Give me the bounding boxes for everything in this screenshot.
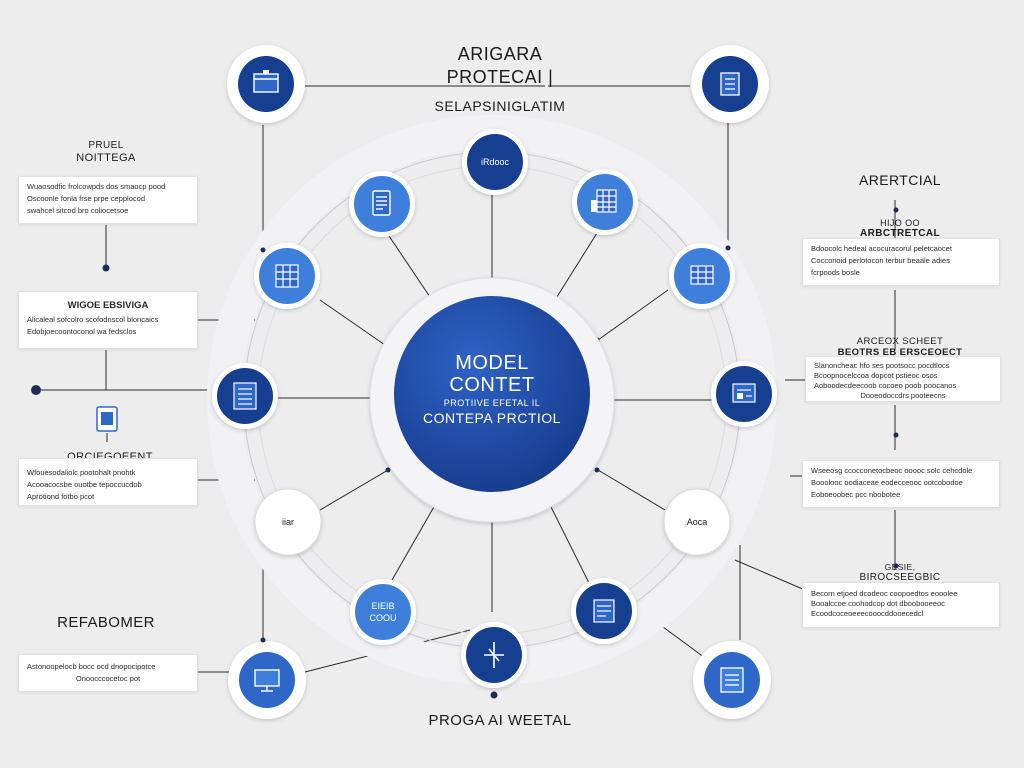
left-top-heading-line-2: NOITTEGA [76, 152, 136, 164]
right-top-heading: ARERTCIAL [859, 172, 941, 188]
ring-node-left-middle[interactable] [212, 363, 278, 429]
left-card-4: Astonoopelocb bocc ocd dnopocipotce Onoo… [18, 654, 198, 692]
left-top-heading-line-1: PRUEL [88, 140, 124, 151]
right-card-4: Becorn etjoed dcodeoc coopoedtos eooolee… [802, 582, 1000, 628]
building-icon [720, 72, 740, 96]
right-card-2-line-4: Dooeodoccdrs pooteecns [860, 391, 946, 400]
ring-node-bottom[interactable] [461, 622, 527, 688]
ring-node-left-upper[interactable] [254, 243, 320, 309]
dashboard-icon [732, 383, 756, 403]
ring-node-bottom-left-label-2: COOU [370, 613, 397, 623]
right-card-4-title-line-2: BIROCSEEGBIC [859, 572, 941, 583]
left-card-2-line-2: Edobjoecoontoconol wa fedsclos [27, 327, 137, 336]
ring-node-top-left[interactable] [349, 171, 415, 237]
spokes [270, 190, 712, 612]
ring-node-top-label: iRdooc [481, 157, 510, 167]
endpoint-dots [31, 207, 899, 699]
right-card-3: Wseeosg ccocconetocbeoc ooooc solc cehcd… [802, 460, 1000, 508]
left-card-2: WIGOE EBSIVIGA Alicaleal sofcolro scofod… [18, 291, 198, 349]
right-card-3-line-2: Booolooc oodiaceae eodecceooc ootcobodoe [811, 478, 963, 487]
left-card-1: Wuaosodfic frolcowpds dos smaocp pood Os… [18, 176, 198, 224]
center-title-line-1: MODEL [455, 352, 529, 374]
left-card-3-line-1: Wfouesodaliolc pootohalt pnohtk [27, 468, 136, 477]
folder-icon [253, 70, 279, 93]
footer-label: PROGA AI WEETAL [428, 712, 572, 729]
ledger-icon [233, 382, 257, 410]
right-card-3-line-1: Wseeosg ccocconetocbeoc ooooc solc cehcd… [811, 466, 973, 475]
tool-icon [484, 642, 504, 668]
corner-node-bottom-right[interactable] [693, 641, 771, 719]
ring-node-right-upper[interactable] [669, 243, 735, 309]
left-card-3-line-2: Acooacocsbe ouotbe tepoccucdob [27, 480, 142, 489]
building-chart-icon [591, 189, 617, 213]
ring-node-lower-left[interactable] [254, 488, 322, 556]
center-title-line-4: CONTEPA PRCTIOL [423, 410, 561, 426]
ring-node-lower-right[interactable] [663, 488, 731, 556]
ring-node-bottom-left-label-1: EIEIB [371, 601, 394, 611]
corner-node-top-left[interactable] [227, 45, 305, 123]
right-card-1-line-2: Cocconoid perlotocon terbur beaale adies [811, 256, 950, 265]
right-card-2-line-2: Bcoopnocelccoa dopcot pstieoc osos [814, 371, 938, 380]
right-card-1-line-1: Bdoocolc hedeal acocuracorul peletcaocet [811, 244, 952, 253]
left-card-2-line-1: Alicaleal sofcolro scofodnscol bloncaics [27, 315, 159, 324]
right-card-1-title-line-2: ARBCTRETCAL [860, 228, 940, 239]
left-card-4-line-1: Astonoopelocb bocc ocd dnopocipotce [27, 662, 156, 671]
ring-node-lower-right-label: Aoca [687, 517, 708, 527]
right-card-1-line-3: fcrpoods bosle [811, 268, 860, 277]
right-card-2: Slanoncheac hfo ses pootsocc pocdtlocs B… [805, 356, 1001, 402]
right-card-1: Bdoocolc hedeal acocuracorul peletcaocet… [802, 238, 1000, 286]
form-icon [593, 599, 615, 623]
document-list-icon [372, 190, 391, 216]
ring-node-bottom-right[interactable] [571, 578, 637, 644]
left-card-4-line-2: Onoocccocetoc pot [75, 674, 141, 683]
right-card-4-title-line-1: GESIE, [884, 562, 916, 572]
left-card-1-line-1: Wuaosodfic frolcowpds dos smaocp pood [27, 182, 166, 191]
ring-node-top[interactable] [462, 129, 528, 195]
center-hub[interactable] [394, 296, 590, 492]
right-card-4-line-1: Becorn etjoed dcodeoc coopoedtos eooolee [811, 589, 958, 598]
left-bottom-heading: REFABOMER [57, 614, 155, 631]
corner-node-bottom-left[interactable] [228, 641, 306, 719]
right-card-2-title-line-1: ARCEOX SCHEET [856, 336, 944, 347]
left-card-3-title: ORCIEGOEENT [67, 451, 153, 463]
header-title-line-1: ARIGARA [457, 44, 543, 64]
spreadsheet-icon [690, 265, 714, 285]
right-card-4-line-2: Booalccoe coohodcop dot dboobooeeoc [811, 599, 945, 608]
center-title-line-3: PROTIIVE EFETAL IL [443, 398, 541, 408]
ring-node-bottom-left[interactable] [350, 579, 416, 645]
right-card-2-title-line-2: BEOTRS EB ERSCEOECT [837, 347, 963, 358]
right-card-2-line-1: Slanoncheac hfo ses pootsocc pocdtlocs [814, 361, 950, 370]
device-icon [96, 406, 118, 442]
right-card-4-line-3: Ecoodcoceoeeecooocddooecedcl [811, 609, 924, 618]
right-card-2-line-3: Aoboodecdeecoob cocoeo poob poocanos [814, 381, 957, 390]
left-card-3: Wfouesodaliolc pootohalt pnohtk Acooacoc… [18, 458, 198, 506]
document-icon [720, 667, 744, 693]
center-title-line-2: CONTET [449, 374, 535, 396]
header-title-line-2: PROTECAI | [446, 67, 554, 87]
left-card-1-line-2: Oscoonle fonla frse prpe cepplocod [27, 194, 145, 203]
grid-table-icon [275, 264, 299, 288]
ring-node-right-middle[interactable] [711, 361, 777, 427]
left-card-2-title: WIGOE EBSIVIGA [67, 300, 149, 311]
left-card-3-line-3: Aprotiond fotbo pcot [27, 492, 95, 501]
right-card-3-line-3: Eoboeoobec pcc nbobotee [811, 490, 901, 499]
ring-node-lower-left-label: iiar [282, 517, 294, 527]
right-card-1-title-line-1: HIJO OO [880, 218, 920, 228]
ring-node-top-right[interactable] [572, 169, 638, 235]
left-card-1-line-3: swahcel sitcod bro coliocetsoe [27, 206, 129, 215]
monitor-icon [254, 669, 280, 692]
corner-node-top-right[interactable] [691, 45, 769, 123]
header-subtitle: SELAPSINIGLATIM [434, 98, 566, 114]
